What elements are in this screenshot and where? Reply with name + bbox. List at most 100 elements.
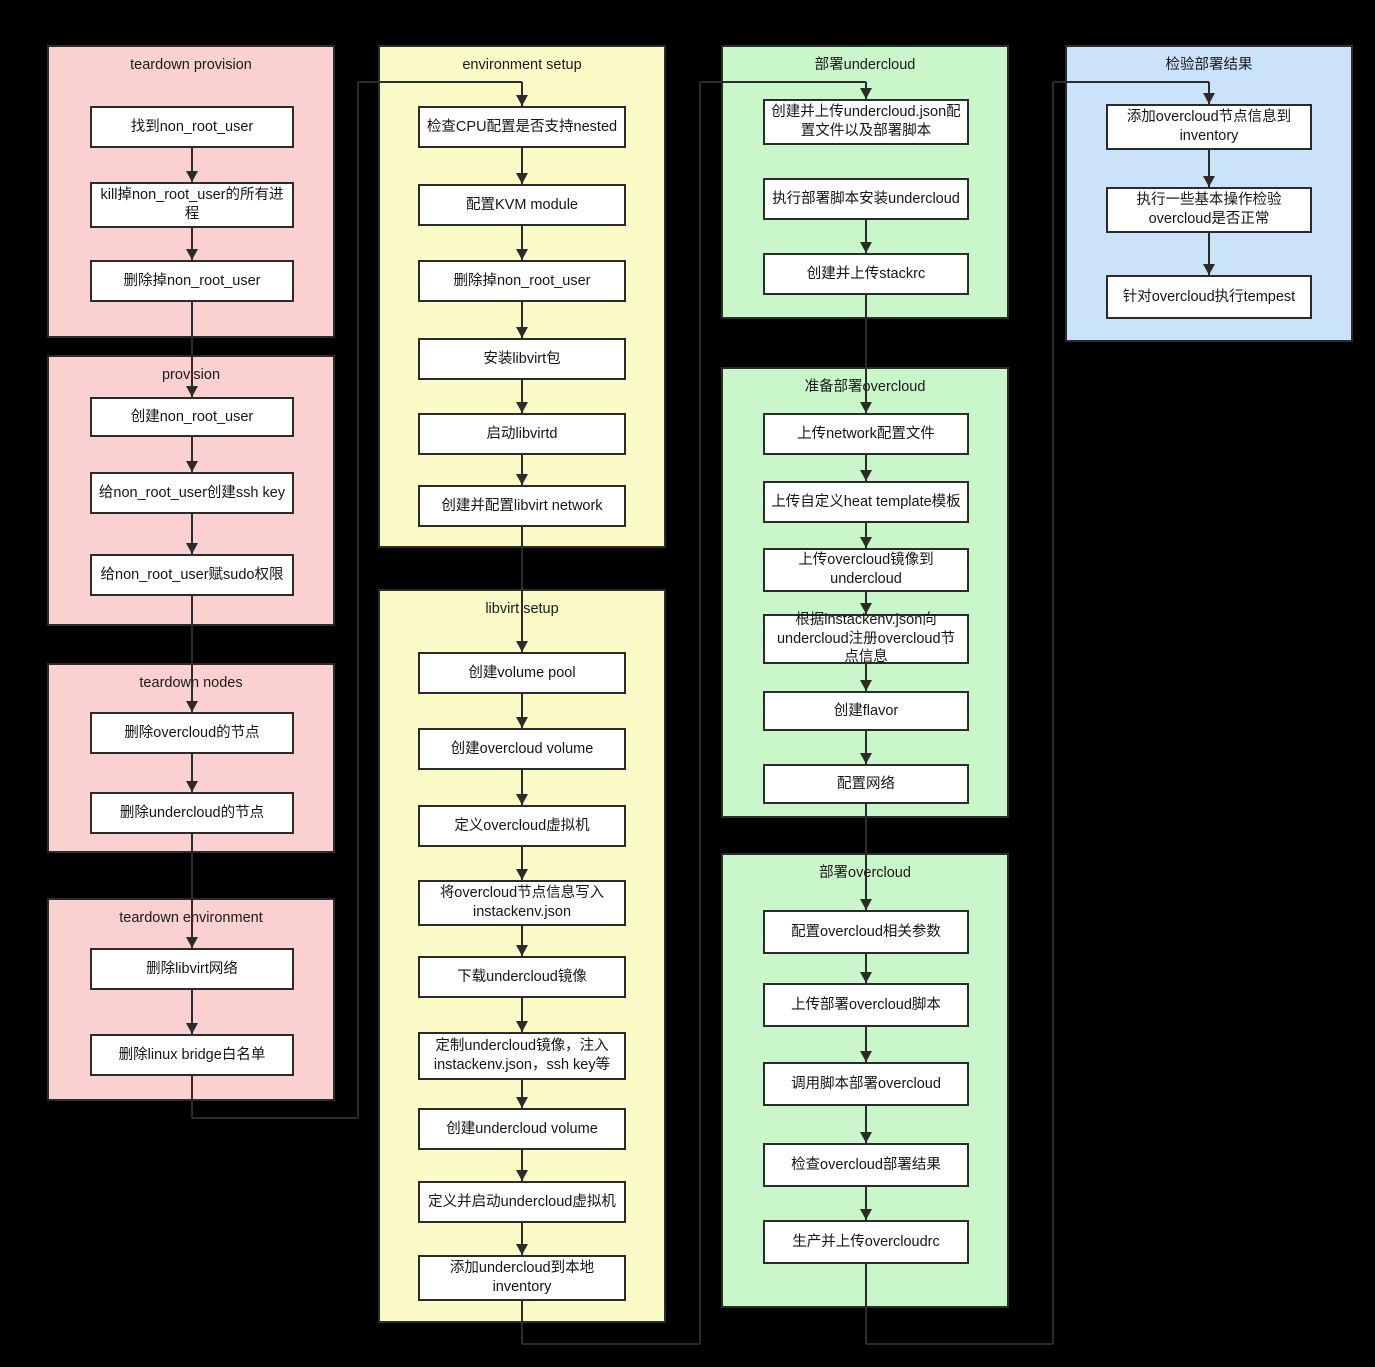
arrow-head-icon: [860, 470, 872, 481]
node-label: 针对overcloud执行tempest: [1122, 288, 1296, 305]
edge-env-entry: [521, 82, 523, 106]
arrow-head-icon: [186, 386, 198, 397]
arrow-head-icon: [516, 869, 528, 880]
node-label: 创建non_root_user: [130, 408, 254, 425]
node-label: 上传自定义heat template模板: [771, 493, 961, 510]
node-environment-setup-3[interactable]: 安装libvirt包: [418, 338, 626, 380]
edge-vertical: [521, 148, 523, 184]
node-label: 定义并启动undercloud虚拟机: [428, 1193, 616, 1210]
edge-vertical: [521, 1150, 523, 1181]
arrow-head-icon: [516, 1170, 528, 1181]
edge-vertical: [521, 226, 523, 260]
arrow-head-icon: [516, 1097, 528, 1108]
node-prepare-deploy-overcloud-0[interactable]: 上传network配置文件: [763, 413, 969, 455]
edge-yellow-exit-down: [521, 1301, 523, 1344]
arrow-head-icon: [186, 543, 198, 554]
node-teardown-provision-0[interactable]: 找到non_root_user: [90, 106, 294, 148]
node-label: 生产并上传overcloudrc: [792, 1233, 940, 1250]
node-label: 检查overcloud部署结果: [791, 1156, 941, 1173]
node-libvirt-setup-8[interactable]: 添加undercloud到本地inventory: [418, 1255, 626, 1301]
arrow-head-icon: [860, 899, 872, 910]
node-teardown-provision-2[interactable]: 删除掉non_root_user: [90, 260, 294, 302]
arrow-head-icon: [860, 972, 872, 983]
node-verify-deploy-result-1[interactable]: 执行一些基本操作检验overcloud是否正常: [1106, 187, 1312, 233]
edge-vertical: [865, 455, 867, 481]
node-verify-deploy-result-2[interactable]: 针对overcloud执行tempest: [1106, 275, 1312, 319]
node-libvirt-setup-2[interactable]: 定义overcloud虚拟机: [418, 805, 626, 847]
edge-vertical: [865, 664, 867, 691]
edge-vertical: [191, 990, 193, 1034]
edge-vertical: [1208, 150, 1210, 187]
node-teardown-nodes-0[interactable]: 删除overcloud的节点: [90, 712, 294, 754]
edge-vertical: [865, 1027, 867, 1062]
arrow-head-icon: [860, 680, 872, 691]
node-label: 配置KVM module: [465, 196, 578, 213]
node-environment-setup-0[interactable]: 检查CPU配置是否支持nested: [418, 106, 626, 148]
node-libvirt-setup-3[interactable]: 将overcloud节点信息写入instackenv.json: [418, 880, 626, 926]
cluster-title-verify-deploy-result: 检验部署结果: [1165, 57, 1253, 73]
node-prepare-deploy-overcloud-4[interactable]: 创建flavor: [763, 691, 969, 731]
node-deploy-overcloud-1[interactable]: 上传部署overcloud脚本: [763, 983, 969, 1027]
node-environment-setup-4[interactable]: 启动libvirtd: [418, 413, 626, 455]
node-label: 创建并配置libvirt network: [441, 497, 603, 514]
arrow-head-icon: [516, 717, 528, 728]
cluster-title-teardown-provision: teardown provision: [130, 57, 252, 73]
arrow-head-icon: [516, 95, 528, 106]
node-libvirt-setup-7[interactable]: 定义并启动undercloud虚拟机: [418, 1181, 626, 1223]
node-libvirt-setup-6[interactable]: 创建undercloud volume: [418, 1108, 626, 1150]
arrow-head-icon: [516, 1244, 528, 1255]
node-deploy-undercloud-1[interactable]: 执行部署脚本安装undercloud: [763, 178, 969, 220]
arrow-head-icon: [516, 794, 528, 805]
node-teardown-provision-1[interactable]: kill掉non_root_user的所有进程: [90, 182, 294, 228]
node-label: 添加overcloud节点信息到inventory: [1126, 109, 1292, 144]
node-environment-setup-5[interactable]: 创建并配置libvirt network: [418, 485, 626, 527]
node-label: 删除overcloud的节点: [124, 724, 260, 741]
edge-vertical: [521, 302, 523, 338]
node-label: 删除掉non_root_user: [123, 272, 261, 289]
node-prepare-deploy-overcloud-2[interactable]: 上传overcloud镜像到undercloud: [763, 548, 969, 592]
arrow-head-icon: [516, 945, 528, 956]
node-label: 给non_root_user赋sudo权限: [100, 566, 284, 583]
node-deploy-overcloud-3[interactable]: 检查overcloud部署结果: [763, 1143, 969, 1187]
node-environment-setup-1[interactable]: 配置KVM module: [418, 184, 626, 226]
node-deploy-overcloud-0[interactable]: 配置overcloud相关参数: [763, 910, 969, 954]
arrow-head-icon: [516, 249, 528, 260]
node-teardown-environment-1[interactable]: 删除linux bridge白名单: [90, 1034, 294, 1076]
node-deploy-overcloud-4[interactable]: 生产并上传overcloudrc: [763, 1220, 969, 1264]
cluster-title-teardown-environment: teardown environment: [119, 910, 263, 926]
node-provision-0[interactable]: 创建non_root_user: [90, 397, 294, 437]
arrow-head-icon: [516, 402, 528, 413]
node-deploy-undercloud-2[interactable]: 创建并上传stackrc: [763, 253, 969, 295]
node-label: 删除linux bridge白名单: [118, 1046, 266, 1063]
edge-vertical: [521, 527, 523, 652]
node-teardown-environment-0[interactable]: 删除libvirt网络: [90, 948, 294, 990]
node-prepare-deploy-overcloud-3[interactable]: 根据instackenv.json向undercloud注册overcloud节…: [763, 612, 969, 666]
node-libvirt-setup-1[interactable]: 创建overcloud volume: [418, 728, 626, 770]
node-prepare-deploy-overcloud-5[interactable]: 配置网络: [763, 764, 969, 804]
node-prepare-deploy-overcloud-1[interactable]: 上传自定义heat template模板: [763, 481, 969, 523]
node-libvirt-setup-4[interactable]: 下载undercloud镜像: [418, 956, 626, 998]
node-label: 删除libvirt网络: [146, 960, 238, 977]
node-label: 将overcloud节点信息写入instackenv.json: [439, 885, 605, 920]
node-provision-2[interactable]: 给non_root_user赋sudo权限: [90, 554, 294, 596]
edge-vertical: [865, 804, 867, 910]
edge-vertical: [865, 523, 867, 548]
node-libvirt-setup-5[interactable]: 定制undercloud镜像，注入instackenv.json，ssh key…: [418, 1032, 626, 1080]
node-libvirt-setup-0[interactable]: 创建volume pool: [418, 652, 626, 694]
node-verify-deploy-result-0[interactable]: 添加overcloud节点信息到inventory: [1106, 104, 1312, 150]
edge-vertical: [521, 770, 523, 805]
arrow-head-icon: [186, 171, 198, 182]
node-deploy-overcloud-2[interactable]: 调用脚本部署overcloud: [763, 1062, 969, 1106]
node-label: 添加undercloud到本地inventory: [449, 1260, 595, 1295]
arrow-head-icon: [516, 641, 528, 652]
edge-vertical: [191, 437, 193, 472]
node-environment-setup-2[interactable]: 删除掉non_root_user: [418, 260, 626, 302]
node-deploy-undercloud-0[interactable]: 创建并上传undercloud.json配置文件以及部署脚本: [763, 99, 969, 145]
edge-green-to-blue-right: [1053, 81, 1209, 83]
node-teardown-nodes-1[interactable]: 删除undercloud的节点: [90, 792, 294, 834]
edge-vertical: [521, 1223, 523, 1255]
node-label: 根据instackenv.json向undercloud注册overcloud节…: [776, 612, 956, 666]
arrow-head-icon: [186, 701, 198, 712]
node-label: 调用脚本部署overcloud: [791, 1075, 941, 1092]
node-provision-1[interactable]: 给non_root_user创建ssh key: [90, 472, 294, 514]
